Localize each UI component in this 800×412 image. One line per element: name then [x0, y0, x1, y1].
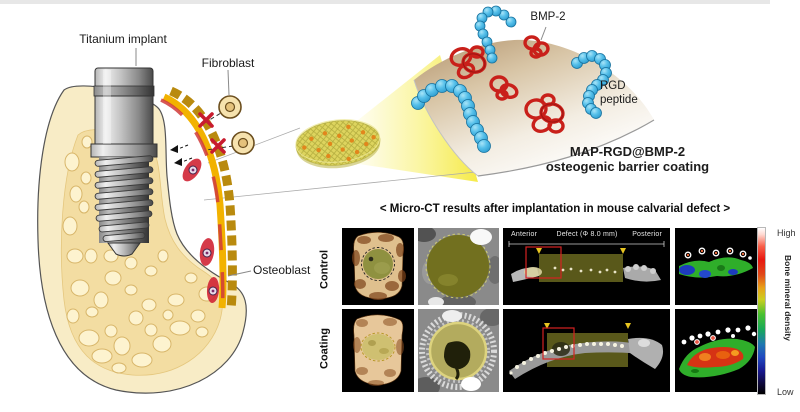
ct-control-density-map	[675, 228, 757, 305]
titanium-implant	[90, 67, 158, 257]
rgd-chain	[474, 5, 517, 64]
arrowhead	[170, 145, 178, 153]
row-label-control: Control	[318, 249, 331, 289]
microct-header: < Micro-CT results after implantation in…	[379, 203, 731, 215]
posterior-label: Posterior	[632, 231, 662, 238]
rgd-label-line1: RGD	[600, 80, 626, 92]
ct-coating-sagittal-view	[503, 309, 670, 392]
top-divider	[0, 0, 770, 4]
blocked-x-icon	[198, 112, 226, 154]
trabecular-bone	[62, 135, 216, 374]
anterior-label: Anterior	[511, 231, 538, 238]
coating-title-line2: osteogenic barrier coating	[545, 159, 710, 174]
leader-lines	[135, 26, 547, 277]
row-label-coating: Coating	[318, 328, 331, 369]
implant-threads	[94, 155, 154, 243]
colorbar-low-label: Low	[777, 387, 794, 397]
density-colorbar	[757, 227, 766, 395]
defect-label: Defect (Φ 8.0 mm)	[556, 231, 618, 238]
osteoblast-label: Osteoblast	[253, 263, 311, 277]
osteoblast-cells	[182, 158, 220, 303]
coating-title-line1: MAP-RGD@BMP-2	[569, 144, 686, 159]
ct-coating-density-map	[675, 309, 757, 392]
coating-disc	[295, 119, 381, 169]
coating-title: MAP-RGD@BMP-2 osteogenic barrier coating	[515, 144, 740, 174]
ct-control-slice-view	[418, 228, 499, 305]
fibroblast-label: Fibroblast	[201, 56, 255, 70]
rgd-label-line2: peptide	[600, 94, 638, 106]
arrowhead	[174, 158, 182, 166]
bmp2-coil	[489, 75, 519, 101]
ct-control-3d-view	[342, 228, 414, 305]
fibroblast-cells	[170, 95, 255, 166]
rgd-chain	[571, 50, 612, 119]
rgd-chains	[411, 5, 612, 153]
ct-coating-3d-view	[342, 309, 414, 392]
ct-control-sagittal-view: Anterior Defect (Φ 8.0 mm) Posterior	[503, 228, 670, 305]
colorbar-axis-label: Bone mineral density	[783, 255, 793, 341]
osteoblast-layer	[160, 98, 225, 309]
bmp2-molecules	[449, 35, 565, 134]
colorbar-high-label: High	[777, 228, 796, 238]
bmp2-coil	[523, 35, 550, 59]
disc-bmp2-dots	[302, 124, 376, 162]
rgd-peptide-label: RGD peptide	[600, 79, 638, 107]
bmp2-label: BMP-2	[530, 11, 566, 23]
rgd-chain	[411, 79, 491, 153]
titanium-implant-label: Titanium implant	[79, 32, 167, 46]
magnified-sheet	[413, 39, 655, 177]
ct-coating-slice-view	[418, 309, 499, 392]
